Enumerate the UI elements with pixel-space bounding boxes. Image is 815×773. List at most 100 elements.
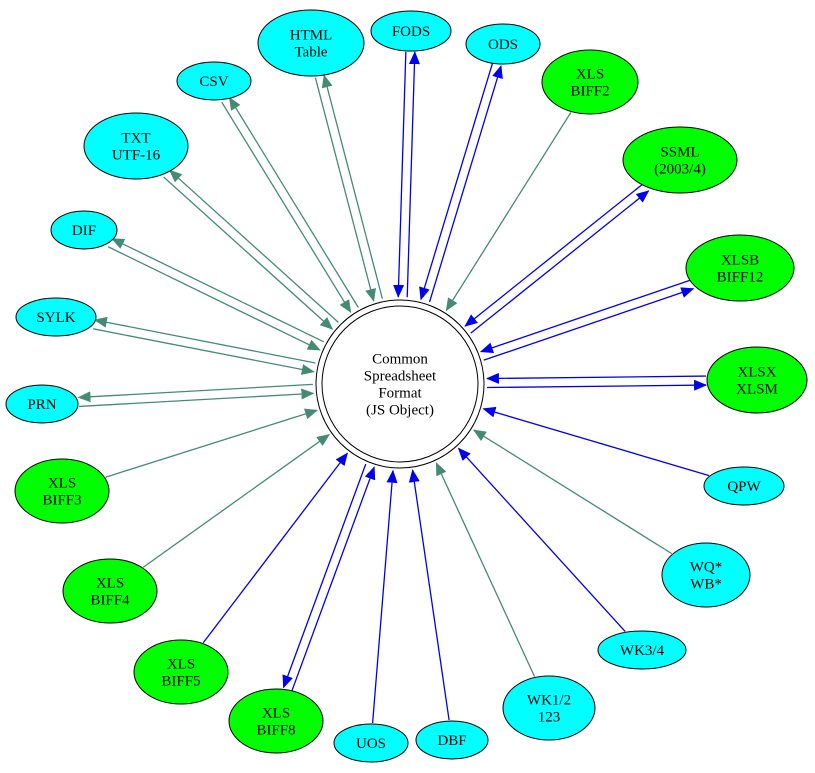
node-ssml-2003-4: SSML(2003/4) xyxy=(622,126,738,194)
node-wk3-4-shape xyxy=(597,630,687,670)
node-wq-wb-shape xyxy=(661,542,751,608)
csf-inner-circle xyxy=(321,305,479,463)
edge-ssml-2003-4-in xyxy=(464,183,644,327)
edge-dif-out xyxy=(111,238,325,343)
edge-xls-biff8-in xyxy=(291,466,376,691)
node-xls-biff8-shape xyxy=(228,688,324,754)
node-uos: UOS xyxy=(333,723,409,763)
edge-ssml-2003-4-out xyxy=(470,190,650,334)
edge-dbf-in xyxy=(408,469,450,721)
node-fods-label: FODS xyxy=(392,24,430,40)
edge-xls-biff5-in xyxy=(202,452,348,644)
node-ssml-2003-4-shape xyxy=(622,126,738,194)
node-wk3-4: WK3/4 xyxy=(597,630,687,670)
edge-prn-in xyxy=(79,388,315,408)
edge-qpw-in xyxy=(482,406,710,477)
node-uos-label: UOS xyxy=(356,736,386,752)
edges-layer xyxy=(77,51,710,724)
node-prn-label: PRN xyxy=(27,397,56,413)
edge-wq-wb-in xyxy=(472,429,673,555)
edge-xlsb-biff12-in xyxy=(479,279,691,353)
edge-txt-utf-16-in xyxy=(163,176,334,330)
edge-html-table-out xyxy=(321,74,384,299)
edge-xlsx-xlsm-in xyxy=(485,372,706,384)
node-ods: ODS xyxy=(465,23,541,65)
node-xlsx-xlsm-shape xyxy=(706,346,808,414)
edge-wk1-2-123-in xyxy=(435,462,536,677)
edge-txt-utf-16-out xyxy=(168,169,339,323)
node-ods-label: ODS xyxy=(488,37,518,53)
node-ssml-2003-4-label: SSML(2003/4) xyxy=(654,145,706,178)
node-xlsb-biff12-shape xyxy=(685,234,795,302)
edge-xls-biff2-in xyxy=(445,112,572,312)
node-sylk: SYLK xyxy=(15,297,97,337)
node-wk1-2-123-shape xyxy=(502,675,596,741)
node-csv-label: CSV xyxy=(199,74,228,90)
node-uos-shape xyxy=(333,723,409,763)
csf-outer-circle xyxy=(315,299,485,469)
edge-sylk-out xyxy=(93,316,316,364)
node-fods: FODS xyxy=(370,10,452,52)
node-dif-label: DIF xyxy=(72,223,96,239)
edge-uos-in xyxy=(371,469,398,724)
node-qpw-label: QPW xyxy=(727,479,761,495)
node-txt-utf-16-shape xyxy=(83,112,189,180)
node-fods-shape xyxy=(370,10,452,52)
edge-sylk-in xyxy=(93,328,315,375)
edge-html-table-in xyxy=(314,77,376,302)
edge-xlsb-biff12-out xyxy=(483,287,695,361)
edge-xls-biff3-in xyxy=(105,408,319,478)
edge-xls-biff8-out xyxy=(282,463,367,689)
node-prn: PRN xyxy=(5,384,79,424)
node-dbf-shape xyxy=(415,720,489,760)
node-ods-shape xyxy=(465,23,541,65)
node-csv: CSV xyxy=(176,61,252,101)
edge-fods-in xyxy=(393,51,407,298)
edge-xls-biff4-in xyxy=(142,433,331,568)
node-xls-biff2-shape xyxy=(541,49,639,115)
edge-wk3-4-in xyxy=(457,447,626,633)
node-sylk-shape xyxy=(15,297,97,337)
node-dif: DIF xyxy=(50,210,118,250)
node-wq-wb: WQ*WB* xyxy=(661,542,751,608)
node-xls-biff4-shape xyxy=(62,558,158,624)
edge-ods-in xyxy=(419,63,494,301)
node-xls-biff3-shape xyxy=(14,458,110,524)
edge-csv-out xyxy=(228,96,359,308)
edge-fods-out xyxy=(406,51,420,298)
node-dbf: DBF xyxy=(415,720,489,760)
node-dif-shape xyxy=(50,210,118,250)
edge-prn-out xyxy=(77,383,313,403)
node-dbf-label: DBF xyxy=(437,733,466,749)
node-qpw-shape xyxy=(703,466,785,506)
node-prn-shape xyxy=(5,384,79,424)
node-xls-biff5-shape xyxy=(133,639,229,705)
node-wk3-4-label: WK3/4 xyxy=(620,643,665,659)
edge-dif-in xyxy=(107,246,321,351)
node-html-table-shape xyxy=(257,9,365,77)
node-csv-shape xyxy=(176,61,252,101)
node-qpw: QPW xyxy=(703,466,785,506)
